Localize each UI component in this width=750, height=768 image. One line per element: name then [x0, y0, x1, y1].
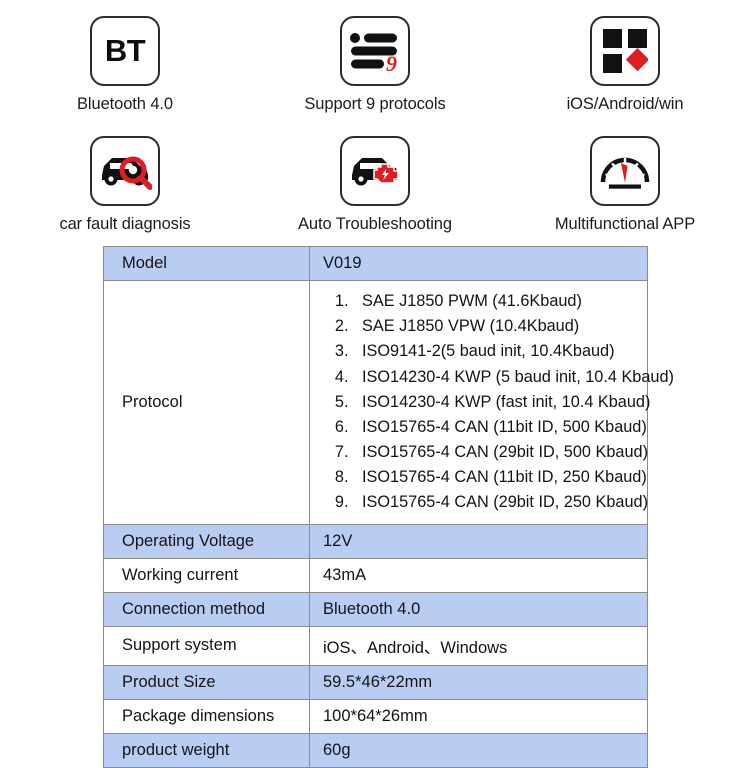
car-magnifier-icon	[90, 136, 160, 206]
protocol-item-5: ISO14230-4 KWP (fast init, 10.4 Kbaud)	[353, 390, 650, 415]
protocol-item-8: ISO15765-4 CAN (11bit ID, 250 Kbaud)	[353, 465, 647, 490]
spec-value-operating-voltage: 12V	[309, 523, 648, 559]
speedometer-gauge-icon	[590, 136, 660, 206]
table-row-package-dimensions: Package dimensions 100*64*26mm	[103, 698, 648, 734]
feature-label-auto-troubleshooting: Auto Troubleshooting	[298, 215, 452, 233]
spec-value-connection-method: Bluetooth 4.0	[309, 591, 648, 627]
feature-bluetooth: BT Bluetooth 4.0	[0, 0, 250, 113]
feature-icon-grid: BT Bluetooth 4.0 9 Support 9 protocols	[0, 0, 750, 240]
spec-value-protocol: SAE J1850 PWM (41.6Kbaud) SAE J1850 VPW …	[309, 280, 674, 525]
protocol-item-6: ISO15765-4 CAN (11bit ID, 500 Kbaud)	[353, 415, 647, 440]
feature-auto-troubleshooting: Auto Troubleshooting	[250, 120, 500, 233]
feature-row-bottom: car fault diagnosis Auto Troubleshooting	[0, 120, 750, 240]
table-row-product-weight: product weight 60g	[103, 732, 648, 768]
feature-protocols: 9 Support 9 protocols	[250, 0, 500, 113]
table-row-model: Model V019	[103, 246, 648, 281]
spec-key-connection-method: Connection method	[103, 591, 310, 627]
spec-key-model: Model	[103, 246, 310, 281]
protocol-item-9: ISO15765-4 CAN (29bit ID, 250 Kbaud)	[353, 490, 648, 515]
feature-label-car-fault-diagnosis: car fault diagnosis	[59, 215, 191, 233]
car-engine-glyph	[352, 158, 399, 186]
feature-label-bluetooth: Bluetooth 4.0	[77, 95, 173, 113]
protocol-item-2: SAE J1850 VPW (10.4Kbaud)	[353, 314, 647, 339]
protocol-count-glyph: 9	[386, 51, 397, 72]
protocol-item-1: SAE J1850 PWM (41.6Kbaud)	[353, 289, 647, 314]
spec-value-product-weight: 60g	[309, 732, 648, 768]
car-engine-icon	[340, 136, 410, 206]
feature-label-multifunctional-app: Multifunctional APP	[554, 215, 696, 233]
feature-multifunctional-app: Multifunctional APP	[500, 120, 750, 233]
table-row-protocol: Protocol SAE J1850 PWM (41.6Kbaud) SAE J…	[103, 280, 674, 525]
car-magnifier-glyph	[102, 156, 152, 190]
spec-value-product-size: 59.5*46*22mm	[309, 664, 648, 700]
spec-value-support-system: iOS、Android、Windows	[309, 625, 648, 666]
spec-key-product-weight: product weight	[103, 732, 310, 768]
table-row-working-current: Working current 43mA	[103, 557, 648, 593]
specifications-table: Model V019 Protocol SAE J1850 PWM (41.6K…	[103, 246, 674, 768]
spec-key-product-size: Product Size	[103, 664, 310, 700]
protocol-item-7: ISO15765-4 CAN (29bit ID, 500 Kbaud)	[353, 440, 648, 465]
protocol-item-3: ISO9141-2(5 baud init, 10.4Kbaud)	[353, 339, 647, 364]
table-row-product-size: Product Size 59.5*46*22mm	[103, 664, 648, 700]
spec-key-package-dimensions: Package dimensions	[103, 698, 310, 734]
platform-squares-icon	[590, 16, 660, 86]
feature-label-protocols: Support 9 protocols	[304, 95, 446, 113]
bluetooth-bt-icon: BT	[90, 16, 160, 86]
table-row-operating-voltage: Operating Voltage 12V	[103, 523, 648, 559]
table-row-connection-method: Connection method Bluetooth 4.0	[103, 591, 648, 627]
spec-value-model: V019	[309, 246, 648, 281]
spec-key-working-current: Working current	[103, 557, 310, 593]
feature-row-top: BT Bluetooth 4.0 9 Support 9 protocols	[0, 0, 750, 120]
spec-key-operating-voltage: Operating Voltage	[103, 523, 310, 559]
spec-value-package-dimensions: 100*64*26mm	[309, 698, 648, 734]
protocol-list-icon: 9	[340, 16, 410, 86]
spec-value-working-current: 43mA	[309, 557, 648, 593]
bt-icon-text: BT	[104, 33, 146, 68]
protocol-item-4: ISO14230-4 KWP (5 baud init, 10.4 Kbaud)	[353, 365, 674, 390]
protocol-list: SAE J1850 PWM (41.6Kbaud) SAE J1850 VPW …	[323, 289, 674, 516]
feature-car-fault-diagnosis: car fault diagnosis	[0, 120, 250, 233]
speedometer-gauge-glyph	[600, 157, 650, 189]
spec-key-protocol: Protocol	[103, 280, 310, 525]
feature-platforms: iOS/Android/win	[500, 0, 750, 113]
table-row-support-system: Support system iOS、Android、Windows	[103, 625, 648, 666]
spec-key-support-system: Support system	[103, 625, 310, 666]
protocol-list-glyph: 9	[350, 33, 397, 72]
platform-squares-glyph	[603, 29, 648, 73]
specifications-table-body: Model V019 Protocol SAE J1850 PWM (41.6K…	[103, 246, 674, 768]
feature-label-platforms: iOS/Android/win	[566, 95, 684, 113]
